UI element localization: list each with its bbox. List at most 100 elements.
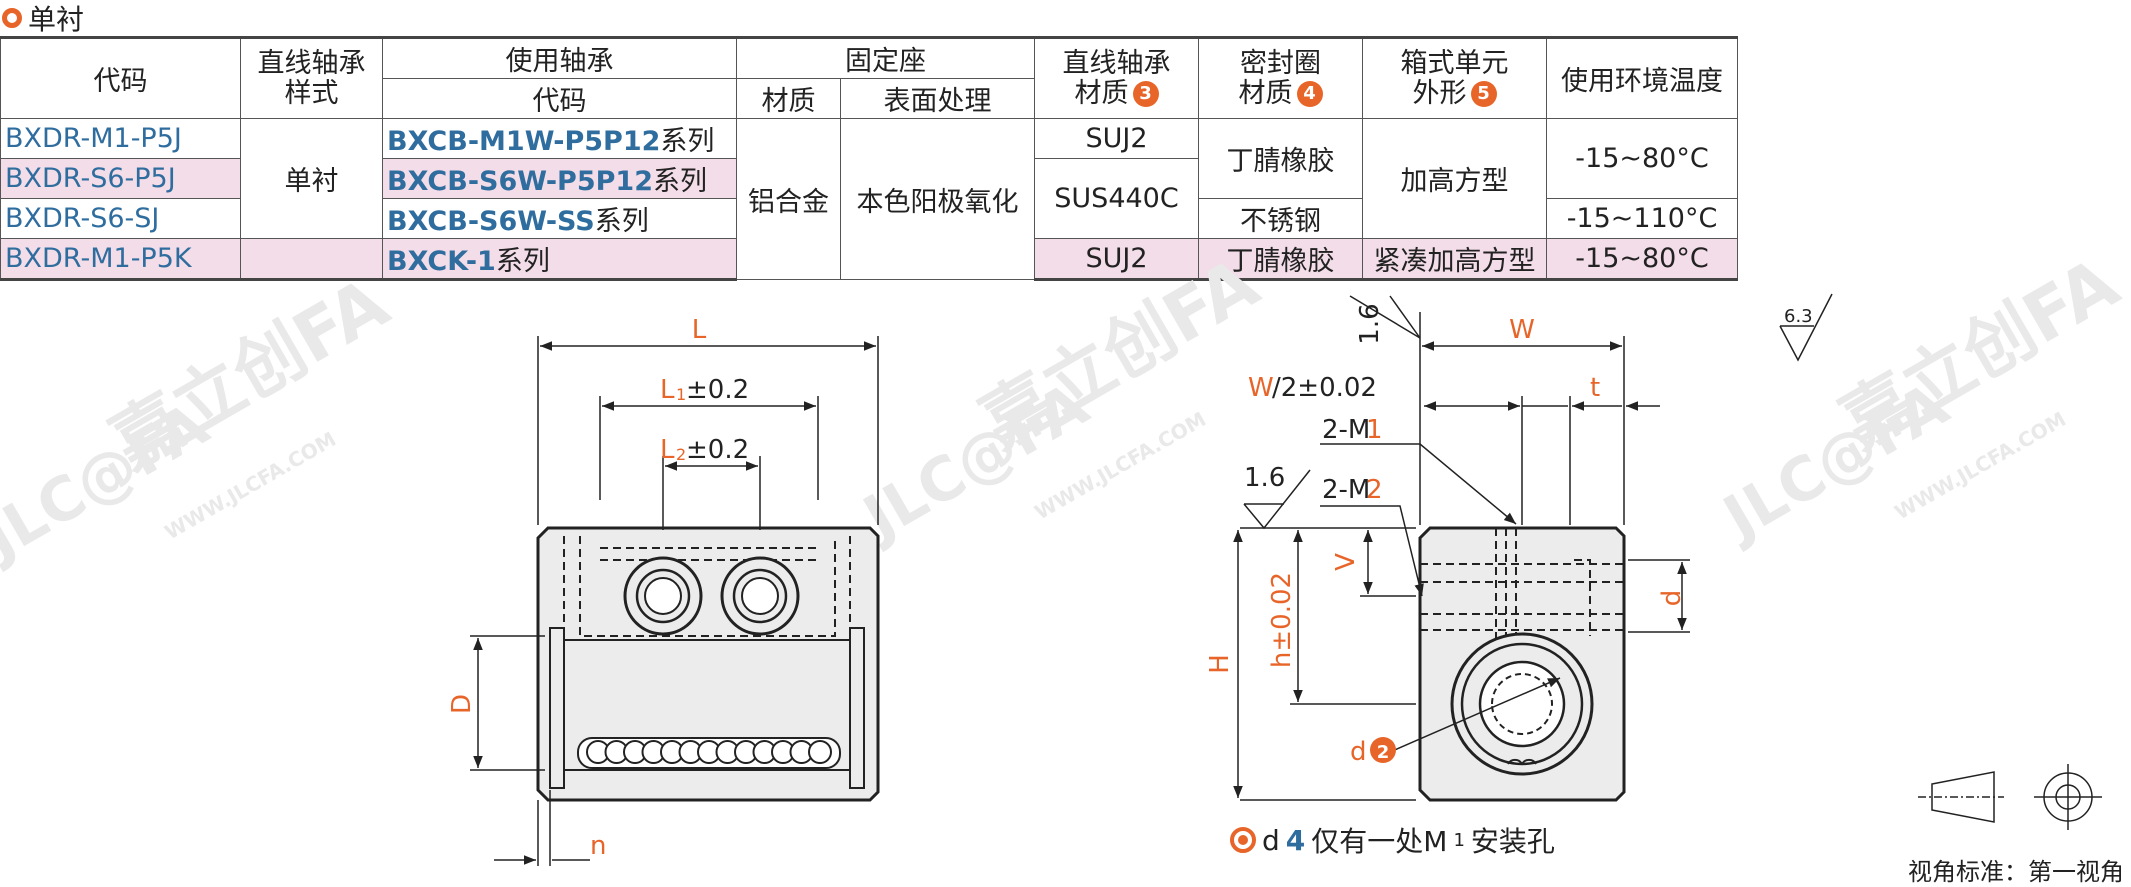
lb-material: SUJ2 xyxy=(1035,239,1199,280)
seal-material: 丁腈橡胶 xyxy=(1199,119,1363,199)
svg-text:±0.2: ±0.2 xyxy=(686,375,749,405)
badge-5: 5 xyxy=(1471,81,1497,107)
section-title-text: 单衬 xyxy=(28,0,84,38)
svg-text:h±0.02: h±0.02 xyxy=(1267,572,1297,668)
ball-bearing xyxy=(754,741,776,763)
side-labels: 1.6 W W /2±0.02 t 2-M 1 2-M 2 1.6 V d H … xyxy=(1205,303,1687,767)
ball-bearing xyxy=(587,741,609,763)
header-material: 材质 xyxy=(737,79,841,119)
roughness-value: 6.3 xyxy=(1784,306,1813,327)
target-bullet-icon xyxy=(1230,827,1256,853)
box-shape: 紧凑加高方型 xyxy=(1363,239,1547,280)
product-code: BXDR-M1-P5J xyxy=(1,119,241,159)
front-view xyxy=(538,528,878,800)
svg-text:d: d xyxy=(1350,737,1367,767)
front-dimensions xyxy=(470,336,878,866)
svg-text:W: W xyxy=(1248,373,1274,403)
ball-bearing xyxy=(809,741,831,763)
watermark: JLC@FA 嘉立创FA WWW.JLCFA.COM JLC@FA 嘉立创FA … xyxy=(0,242,2131,575)
ball-bearing xyxy=(680,741,702,763)
front-labels: L L 1 ±0.2 L 2 ±0.2 D n xyxy=(447,315,749,861)
header-used-bearing-code: 代码 xyxy=(383,79,737,119)
surface-value: 本色阳极氧化 xyxy=(841,119,1035,280)
badge-3: 3 xyxy=(1133,81,1159,107)
header-code: 代码 xyxy=(1,38,241,119)
table-row: BXDR-M1-P5J 单衬 BXCB-M1W-P5P12系列 铝合金 本色阳极… xyxy=(1,119,1738,159)
svg-text:JLC@FA: JLC@FA xyxy=(849,370,1100,555)
ball-bearing xyxy=(698,741,720,763)
section-title: 单衬 xyxy=(2,2,84,34)
svg-text:1: 1 xyxy=(1366,415,1383,445)
svg-text:1.6: 1.6 xyxy=(1244,463,1285,493)
ball-bearing xyxy=(735,741,757,763)
svg-text:±0.2: ±0.2 xyxy=(686,435,749,465)
svg-text:WWW.JLCFA.COM: WWW.JLCFA.COM xyxy=(1891,407,2071,524)
svg-text:D: D xyxy=(447,694,477,714)
lb-material: SUS440C xyxy=(1035,159,1199,239)
bearing-code: BXCB-S6W-P5P12系列 xyxy=(383,159,737,199)
svg-text:2-M: 2-M xyxy=(1322,475,1370,505)
svg-text:1: 1 xyxy=(676,385,686,404)
ball-bearing xyxy=(624,741,646,763)
bearing-code: BXCB-S6W-SS系列 xyxy=(383,199,737,239)
product-code: BXDR-M1-P5K xyxy=(1,239,241,280)
bearing-code: BXCK-1系列 xyxy=(383,239,737,280)
svg-text:L: L xyxy=(660,435,675,465)
svg-text:2: 2 xyxy=(1377,742,1390,763)
ball-bearing xyxy=(643,741,665,763)
ball-bearing xyxy=(606,741,628,763)
badge-4: 4 xyxy=(1297,81,1323,107)
header-bearing-style: 直线轴承样式 xyxy=(241,38,383,119)
temperature: -15~80°C xyxy=(1547,239,1738,280)
svg-text:JLC@FA: JLC@FA xyxy=(1709,370,1960,555)
bearing-style-value: 单衬 xyxy=(241,119,383,239)
seal-material: 丁腈橡胶 xyxy=(1199,239,1363,280)
svg-text:WWW.JLCFA.COM: WWW.JLCFA.COM xyxy=(1031,407,1211,524)
svg-text:2-M: 2-M xyxy=(1322,415,1370,445)
temperature: -15~80°C xyxy=(1547,119,1738,199)
seal-material: 不锈钢 xyxy=(1199,199,1363,239)
header-surface: 表面处理 xyxy=(841,79,1035,119)
svg-text:n: n xyxy=(590,831,606,861)
svg-text:d: d xyxy=(1657,590,1687,607)
bearing-code: BXCB-M1W-P5P12系列 xyxy=(383,119,737,159)
lb-material: SUJ2 xyxy=(1035,119,1199,159)
svg-text:L: L xyxy=(692,315,707,345)
svg-text:H: H xyxy=(1205,654,1235,674)
svg-text:L: L xyxy=(660,375,675,405)
svg-text:JLC@FA: JLC@FA xyxy=(0,390,220,575)
svg-text:嘉立创FA: 嘉立创FA xyxy=(1828,242,2131,465)
svg-text:嘉立创FA: 嘉立创FA xyxy=(98,262,402,485)
svg-text:2: 2 xyxy=(676,445,686,464)
svg-text:1.6: 1.6 xyxy=(1355,303,1385,344)
ball-bearings xyxy=(587,741,831,763)
product-code: BXDR-S6-SJ xyxy=(1,199,241,239)
ball-bearing xyxy=(791,741,813,763)
header-fixing-seat: 固定座 xyxy=(737,38,1035,79)
side-dimensions xyxy=(1238,296,1690,800)
svg-text:/2±0.02: /2±0.02 xyxy=(1272,373,1377,403)
header-used-bearing: 使用轴承 xyxy=(383,38,737,79)
svg-text:2: 2 xyxy=(1366,475,1383,505)
svg-text:W: W xyxy=(1509,315,1535,345)
product-code: BXDR-S6-P5J xyxy=(1,159,241,199)
ball-bearing xyxy=(717,741,739,763)
roughness-symbol xyxy=(1780,294,1832,360)
box-shape: 加高方型 xyxy=(1363,119,1547,239)
svg-text:V: V xyxy=(1331,553,1361,571)
ball-bearing xyxy=(661,741,683,763)
circle-bullet-icon xyxy=(2,8,22,28)
side-view xyxy=(1420,528,1624,800)
temperature: -15~110°C xyxy=(1547,199,1738,239)
ball-bearing xyxy=(772,741,794,763)
bearing-style-empty xyxy=(241,239,383,280)
header-temperature: 使用环境温度 xyxy=(1547,38,1738,119)
view-standard: 视角标准：第一视角 xyxy=(1908,852,2124,887)
material-value: 铝合金 xyxy=(737,119,841,280)
svg-text:t: t xyxy=(1590,373,1600,403)
